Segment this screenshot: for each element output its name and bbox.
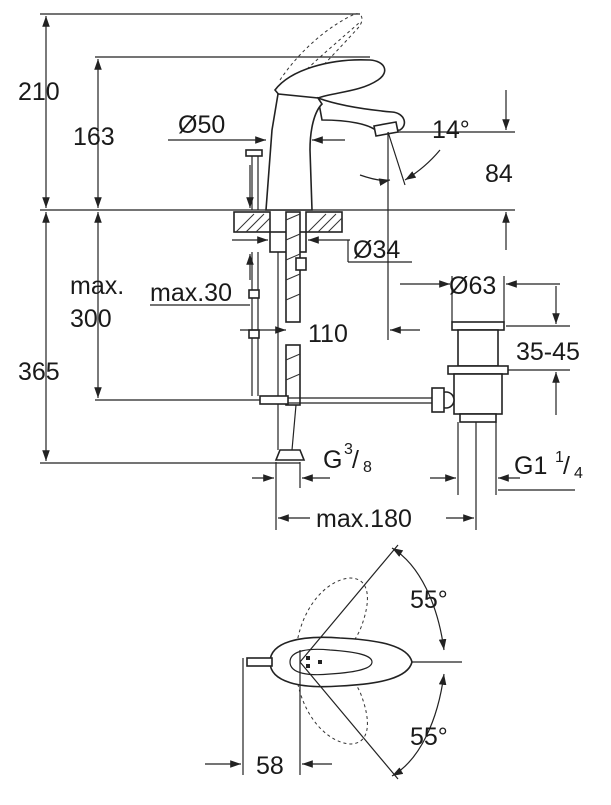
label-110: 110 bbox=[308, 320, 348, 348]
label-300: 300 bbox=[70, 305, 112, 333]
dim-max-spread: max.180 bbox=[278, 422, 477, 533]
label-365: 365 bbox=[18, 358, 60, 386]
faucet-plan-view bbox=[242, 577, 462, 775]
label-g114-slash: / bbox=[563, 452, 570, 480]
label-58: 58 bbox=[256, 752, 284, 780]
dim-height-total: 210 bbox=[18, 15, 60, 208]
dim-height-under: 365 bbox=[18, 212, 60, 461]
label-g38-num: 3 bbox=[344, 441, 353, 458]
dim-max-thickness: max.30 bbox=[150, 165, 254, 307]
dim-spout-angle: 14° bbox=[359, 116, 470, 340]
dim-waste-diameter: Ø63 bbox=[400, 272, 560, 322]
label-14deg: 14° bbox=[432, 116, 470, 144]
label-g38-slash: / bbox=[352, 446, 359, 474]
label-max180: max.180 bbox=[316, 505, 412, 533]
dim-height-spout: 163 bbox=[73, 58, 115, 208]
dim-max-depth: max. 300 bbox=[70, 212, 124, 398]
dim-swivel-bottom: 55° bbox=[299, 661, 448, 780]
label-max: max. bbox=[70, 272, 124, 300]
dim-waste-adjust: 35-45 bbox=[506, 286, 580, 415]
label-d63: Ø63 bbox=[449, 272, 496, 300]
mounting-rod bbox=[248, 211, 440, 461]
label-55-bottom: 55° bbox=[410, 723, 448, 751]
dim-outlet-height: 84 bbox=[398, 90, 515, 250]
label-84: 84 bbox=[485, 160, 513, 188]
label-55-top: 55° bbox=[410, 586, 448, 614]
label-g38-den: 8 bbox=[363, 459, 372, 476]
dim-projection: 110 bbox=[240, 320, 420, 348]
dim-thread-waste: G1 1 / 4 bbox=[430, 449, 583, 491]
label-163: 163 bbox=[73, 123, 115, 151]
label-d34: Ø34 bbox=[353, 236, 400, 264]
dim-swivel-top: 55° bbox=[299, 544, 448, 663]
dim-lever-offset: 58 bbox=[205, 752, 332, 780]
dim-thread-supply: G 3 / 8 bbox=[252, 441, 372, 530]
label-210: 210 bbox=[18, 78, 60, 106]
label-g38-g: G bbox=[323, 446, 342, 474]
dim-hole-diameter: Ø34 bbox=[232, 236, 412, 264]
faucet-side-view bbox=[245, 13, 406, 211]
label-max30: max.30 bbox=[150, 279, 232, 307]
label-g114-num: 1 bbox=[555, 449, 564, 466]
popup-waste bbox=[431, 321, 509, 495]
dim-body-diameter: Ø50 bbox=[168, 111, 345, 144]
label-g114-g1: G1 bbox=[514, 452, 547, 480]
label-d50: Ø50 bbox=[178, 111, 225, 139]
label-35-45: 35-45 bbox=[516, 338, 580, 366]
label-g114-den: 4 bbox=[574, 465, 583, 482]
